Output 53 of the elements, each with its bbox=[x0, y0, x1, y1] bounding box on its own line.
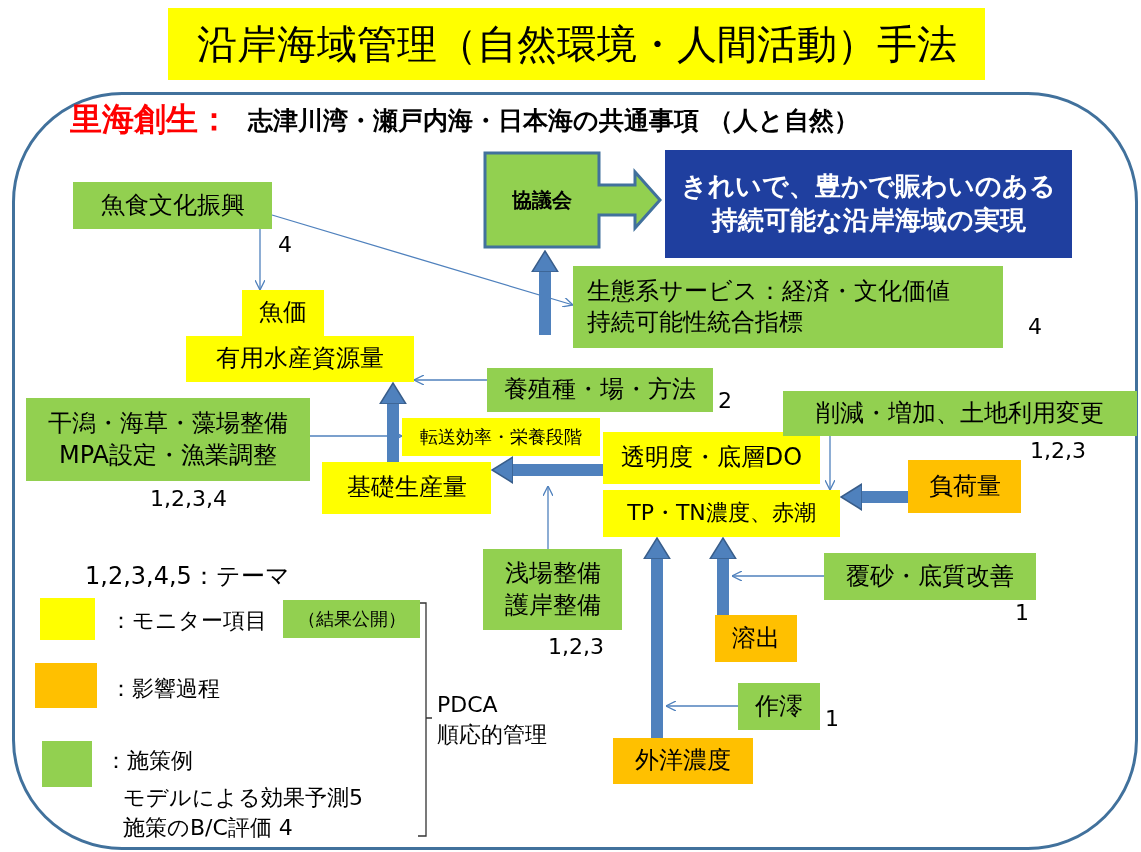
legend-text: ：施策例 bbox=[105, 748, 193, 775]
policy-box: 生態系サービス：経済・文化価値 持続可能性統合指標 bbox=[573, 266, 1003, 348]
policy-box: 魚食文化振興 bbox=[73, 182, 272, 229]
arrow bbox=[824, 435, 836, 491]
legend-text: ：影響過程 bbox=[110, 676, 220, 703]
block-arrow bbox=[491, 456, 603, 484]
theme-number: 2 bbox=[718, 388, 732, 415]
theme-number: 1 bbox=[825, 706, 839, 733]
block-arrow bbox=[840, 483, 908, 511]
theme-key: 1,2,3,4,5：テーマ bbox=[85, 562, 290, 591]
monitor-box: 有用水産資源量 bbox=[186, 336, 414, 382]
theme-number: 4 bbox=[1028, 314, 1042, 341]
goal-box: きれいで、豊かで賑わいのある持続可能な沿岸海域の実現 bbox=[665, 150, 1072, 258]
pdca-text: PDCA bbox=[437, 692, 498, 719]
policy-box: （結果公開） bbox=[283, 600, 420, 638]
theme-number: 1,2,3 bbox=[1030, 438, 1086, 465]
arrow bbox=[731, 570, 825, 582]
theme-number: 1 bbox=[1015, 600, 1029, 627]
theme-number: 1,2,3,4 bbox=[150, 486, 227, 513]
arrow bbox=[665, 700, 739, 712]
arrow bbox=[413, 374, 488, 386]
process-box: 負荷量 bbox=[908, 460, 1021, 513]
policy-box: 干潟・海草・藻場整備 MPA設定・漁業調整 bbox=[26, 398, 310, 481]
monitor-box: 透明度・底層DO bbox=[603, 432, 820, 484]
monitor-box: 魚価 bbox=[242, 290, 324, 336]
pdca-text: 順応的管理 bbox=[437, 722, 547, 749]
note-text: モデルによる効果予測5 bbox=[123, 785, 363, 812]
monitor-box: 転送効率・栄養段階 bbox=[402, 418, 600, 456]
block-arrow bbox=[643, 537, 671, 738]
process-box: 溶出 bbox=[715, 615, 797, 662]
title-banner: 沿岸海域管理（自然環境・人間活動）手法 bbox=[168, 8, 985, 80]
theme-number: 1,2,3 bbox=[548, 634, 604, 661]
policy-box: 覆砂・底質改善 bbox=[824, 553, 1036, 600]
legend-text: ：モニター項目 bbox=[110, 608, 267, 635]
block-arrow bbox=[709, 537, 737, 615]
heading-label: 里海創生： bbox=[70, 100, 230, 139]
arrow bbox=[254, 228, 266, 291]
block-arrow bbox=[379, 382, 407, 462]
policy-box: 削減・増加、土地利用変更 bbox=[783, 391, 1137, 436]
process-box: 外洋濃度 bbox=[613, 738, 753, 784]
arrow bbox=[271, 214, 574, 308]
policy-box: 作澪 bbox=[738, 683, 820, 730]
heading-text: 志津川湾・瀬戸内海・日本海の共通事項 （人と自然） bbox=[248, 106, 859, 136]
theme-number: 4 bbox=[278, 232, 292, 259]
monitor-box: 基礎生産量 bbox=[322, 462, 491, 514]
block-arrow bbox=[531, 250, 559, 335]
monitor-box: TP・TN濃度、赤潮 bbox=[603, 490, 840, 537]
note-text: 施策のB/C評価 4 bbox=[123, 815, 293, 842]
arrow bbox=[542, 485, 554, 550]
rounded-frame bbox=[12, 92, 1138, 850]
policy-box: 浅場整備 護岸整備 bbox=[483, 549, 622, 630]
policy-box: 養殖種・場・方法 bbox=[487, 368, 713, 412]
council-arrow-box: 協議会 bbox=[483, 150, 665, 250]
